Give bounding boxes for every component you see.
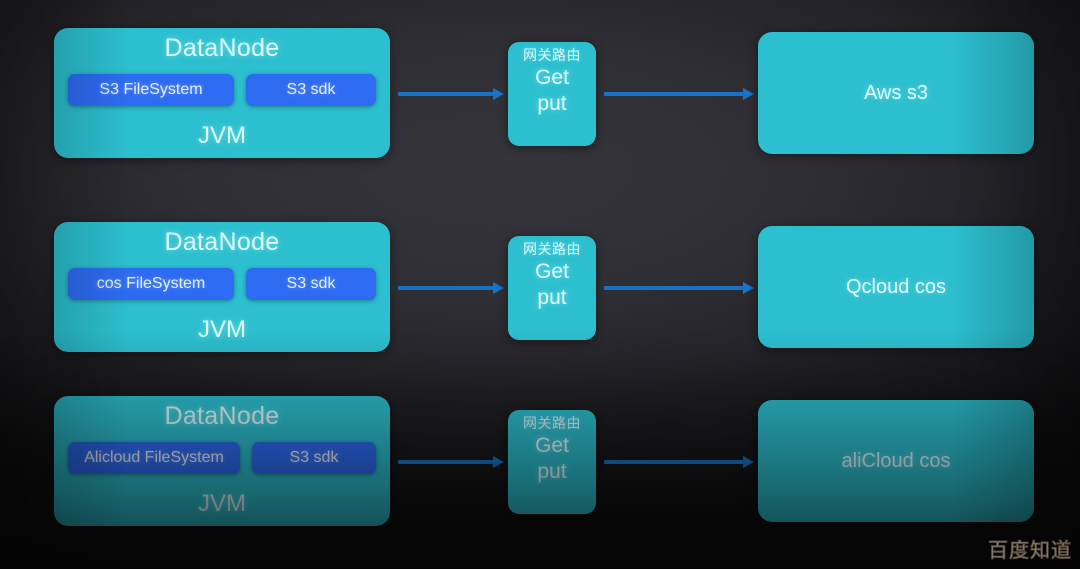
arrow-gateway-to-cloud (604, 282, 754, 294)
gateway-op-put: put (537, 286, 567, 309)
arrow-head-icon (493, 88, 504, 100)
arrow-shaft (398, 92, 494, 96)
datanode-runtime-label: JVM (198, 122, 246, 149)
filesystem-chip: Alicloud FileSystem (68, 442, 240, 474)
gateway-op-put: put (537, 460, 567, 483)
datanode-runtime-label: JVM (198, 316, 246, 343)
gateway-card-qcloud: 网关路由 Get put (508, 236, 596, 340)
cloud-target-card-aws: Aws s3 (758, 32, 1034, 154)
cloud-target-label: aliCloud cos (841, 449, 951, 472)
datanode-title: DataNode (164, 34, 280, 62)
gateway-cn-label: 网关路由 (523, 416, 581, 432)
datanode-chip-group: cos FileSystem S3 sdk (68, 268, 376, 300)
arrow-head-icon (743, 282, 754, 294)
arrow-datanode-to-gateway (398, 456, 504, 468)
arrow-gateway-to-cloud (604, 88, 754, 100)
arrow-head-icon (493, 282, 504, 294)
cloud-target-label: Qcloud cos (845, 275, 947, 298)
sdk-chip: S3 sdk (252, 442, 376, 474)
arrow-shaft (604, 286, 744, 290)
datanode-card-aws: DataNode S3 FileSystem S3 sdk JVM (54, 28, 390, 158)
cloud-target-label: Aws s3 (863, 81, 929, 104)
gateway-op-get: Get (535, 434, 569, 457)
arrow-head-icon (493, 456, 504, 468)
arrow-shaft (398, 460, 494, 464)
gateway-cn-label: 网关路由 (523, 242, 581, 258)
filesystem-chip: cos FileSystem (68, 268, 234, 300)
sdk-chip: S3 sdk (246, 74, 376, 106)
arrow-shaft (604, 92, 744, 96)
gateway-card-alicloud: 网关路由 Get put (508, 410, 596, 514)
arrow-head-icon (743, 88, 754, 100)
datanode-runtime-label: JVM (198, 490, 246, 517)
datanode-title: DataNode (164, 402, 280, 430)
gateway-card-aws: 网关路由 Get put (508, 42, 596, 146)
datanode-chip-group: Alicloud FileSystem S3 sdk (68, 442, 376, 474)
cloud-target-card-qcloud: Qcloud cos (758, 226, 1034, 348)
arrow-shaft (398, 286, 494, 290)
datanode-title: DataNode (164, 228, 280, 256)
gateway-op-put: put (537, 92, 567, 115)
watermark-label: 百度知道 (988, 538, 1072, 562)
arrow-gateway-to-cloud (604, 456, 754, 468)
datanode-card-alicloud: DataNode Alicloud FileSystem S3 sdk JVM (54, 396, 390, 526)
datanode-card-qcloud: DataNode cos FileSystem S3 sdk JVM (54, 222, 390, 352)
arrow-datanode-to-gateway (398, 282, 504, 294)
sdk-chip: S3 sdk (246, 268, 376, 300)
cloud-target-card-alicloud: aliCloud cos (758, 400, 1034, 522)
datanode-chip-group: S3 FileSystem S3 sdk (68, 74, 376, 106)
arrow-head-icon (743, 456, 754, 468)
gateway-op-get: Get (535, 66, 569, 89)
arrow-datanode-to-gateway (398, 88, 504, 100)
filesystem-chip: S3 FileSystem (68, 74, 234, 106)
arrow-shaft (604, 460, 744, 464)
gateway-cn-label: 网关路由 (523, 48, 581, 64)
gateway-op-get: Get (535, 260, 569, 283)
